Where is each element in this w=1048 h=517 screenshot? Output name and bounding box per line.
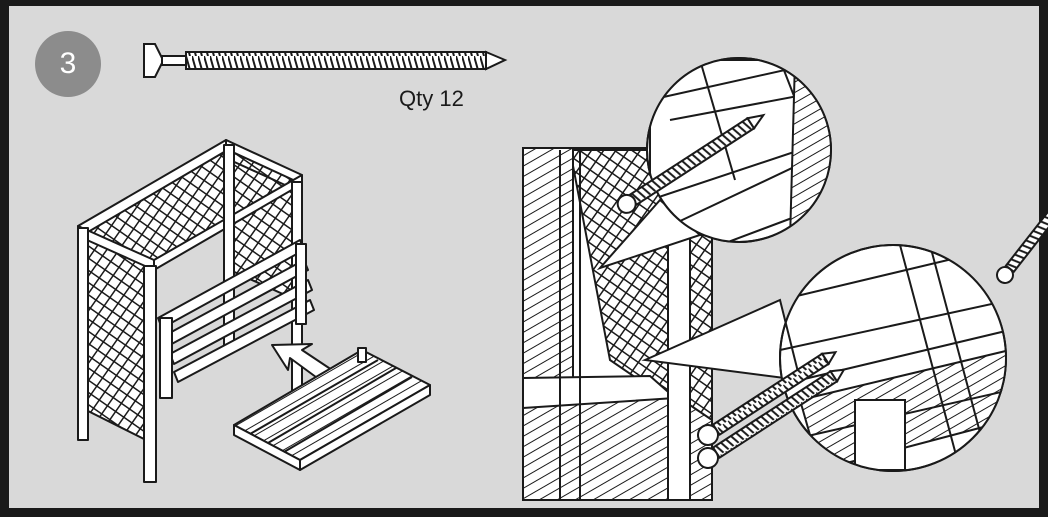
step-number-badge: 3	[35, 31, 101, 97]
screw-icon	[143, 43, 508, 78]
zoom-detail-circle-bottom	[779, 181, 1048, 472]
screw-pair-icon	[697, 350, 846, 469]
bench-assembly-illustration	[77, 139, 431, 483]
screw-quantity-label: Qty 12	[399, 86, 464, 111]
zoom-detail-circle-top	[616, 57, 832, 243]
detail-view-panel	[522, 147, 713, 501]
